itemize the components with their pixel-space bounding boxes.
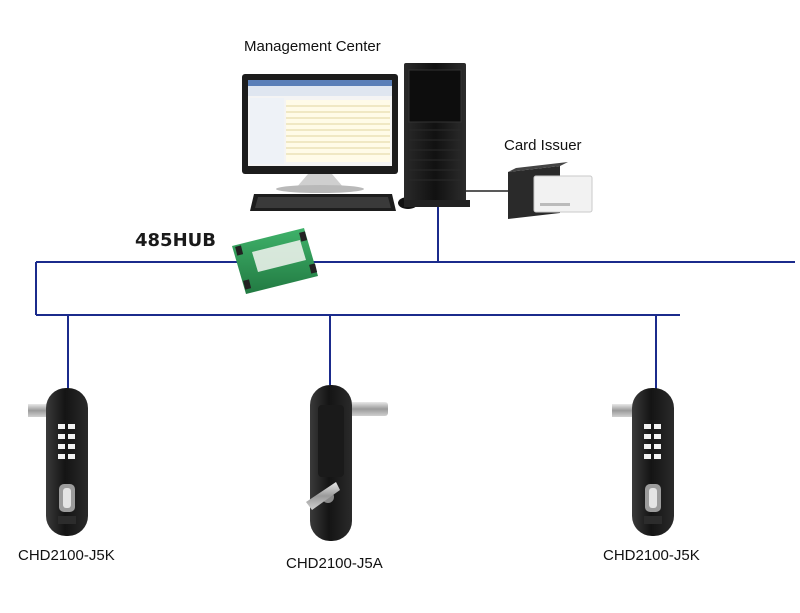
management-center-label: Management Center: [244, 38, 381, 55]
hub-label: 485HUB: [135, 230, 216, 251]
card-issuer-label: Card Issuer: [504, 137, 582, 154]
lock-device-icon-1: [28, 388, 88, 536]
lock-model-label-3: CHD2100-J5K: [603, 547, 700, 564]
lock-device-icon-2: [306, 385, 388, 541]
bus-lines: [35, 207, 795, 392]
lock-model-label-1: CHD2100-J5K: [18, 547, 115, 564]
keyboard-icon: [250, 194, 396, 211]
server-tower-icon: [404, 63, 470, 207]
lock-model-label-2: CHD2100-J5A: [286, 555, 383, 572]
card-issuer-device-icon: [508, 162, 593, 219]
lock-device-icon-3: [612, 388, 674, 536]
monitor-icon: [242, 74, 398, 193]
hub-device-icon: [232, 228, 318, 294]
